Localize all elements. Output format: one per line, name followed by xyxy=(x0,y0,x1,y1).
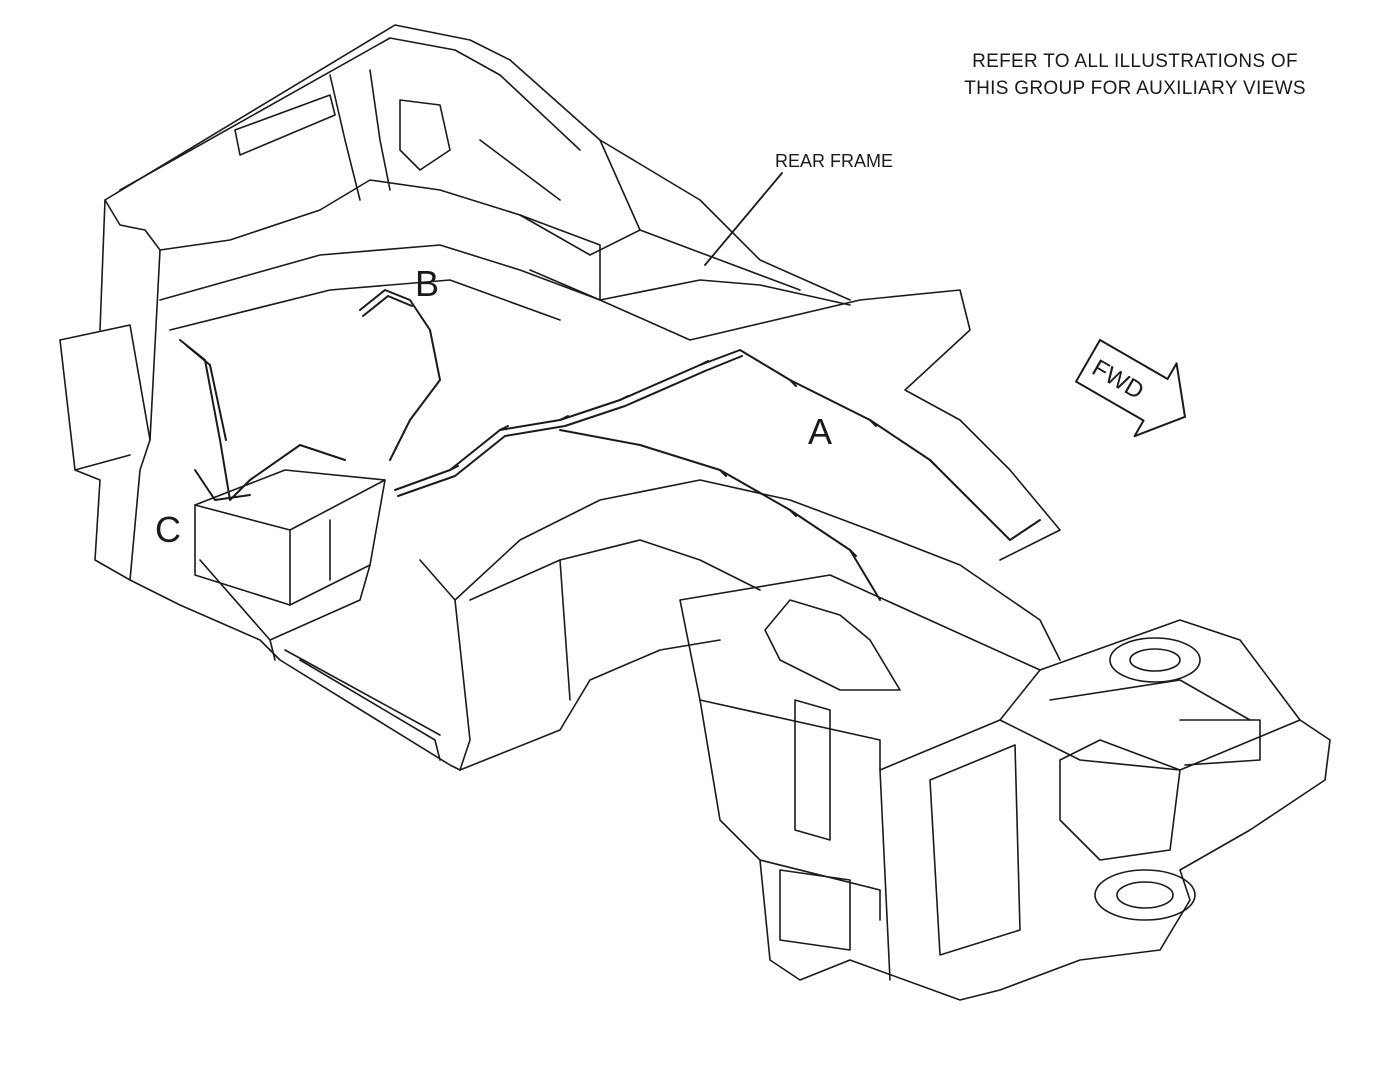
auxiliary-views-note-line-2: THIS GROUP FOR AUXILIARY VIEWS xyxy=(964,78,1306,99)
rear-tower-structure xyxy=(99,24,641,441)
front-frame-hitch xyxy=(679,574,1331,1001)
callout-c: C xyxy=(155,509,181,550)
center-tunnel xyxy=(454,479,1061,771)
wiring-harness-c xyxy=(179,339,346,501)
auxiliary-views-note-line-1: REFER TO ALL ILLUSTRATIONS OF xyxy=(972,51,1298,72)
callout-b: B xyxy=(415,263,439,304)
rear-frame-deck xyxy=(159,139,1061,561)
wiring-harness-a xyxy=(394,349,1041,601)
callout-a: A xyxy=(808,411,832,452)
left-lower-housing xyxy=(59,324,471,771)
forward-direction-arrow: FWD xyxy=(1075,339,1186,438)
callout-rear-frame: REAR FRAME xyxy=(775,151,893,171)
rear-frame-leader-line xyxy=(704,172,783,266)
auxiliary-views-note: REFER TO ALL ILLUSTRATIONS OF THIS GROUP… xyxy=(930,48,1340,102)
forward-arrow-icon xyxy=(1075,339,1186,438)
harness-clips xyxy=(449,360,937,557)
wiring-harness-b xyxy=(359,289,441,461)
deck-opening xyxy=(764,599,901,691)
hitch-pin-upper xyxy=(1109,637,1201,683)
hitch-pin-lower xyxy=(1094,869,1196,921)
battery-box xyxy=(194,469,386,661)
